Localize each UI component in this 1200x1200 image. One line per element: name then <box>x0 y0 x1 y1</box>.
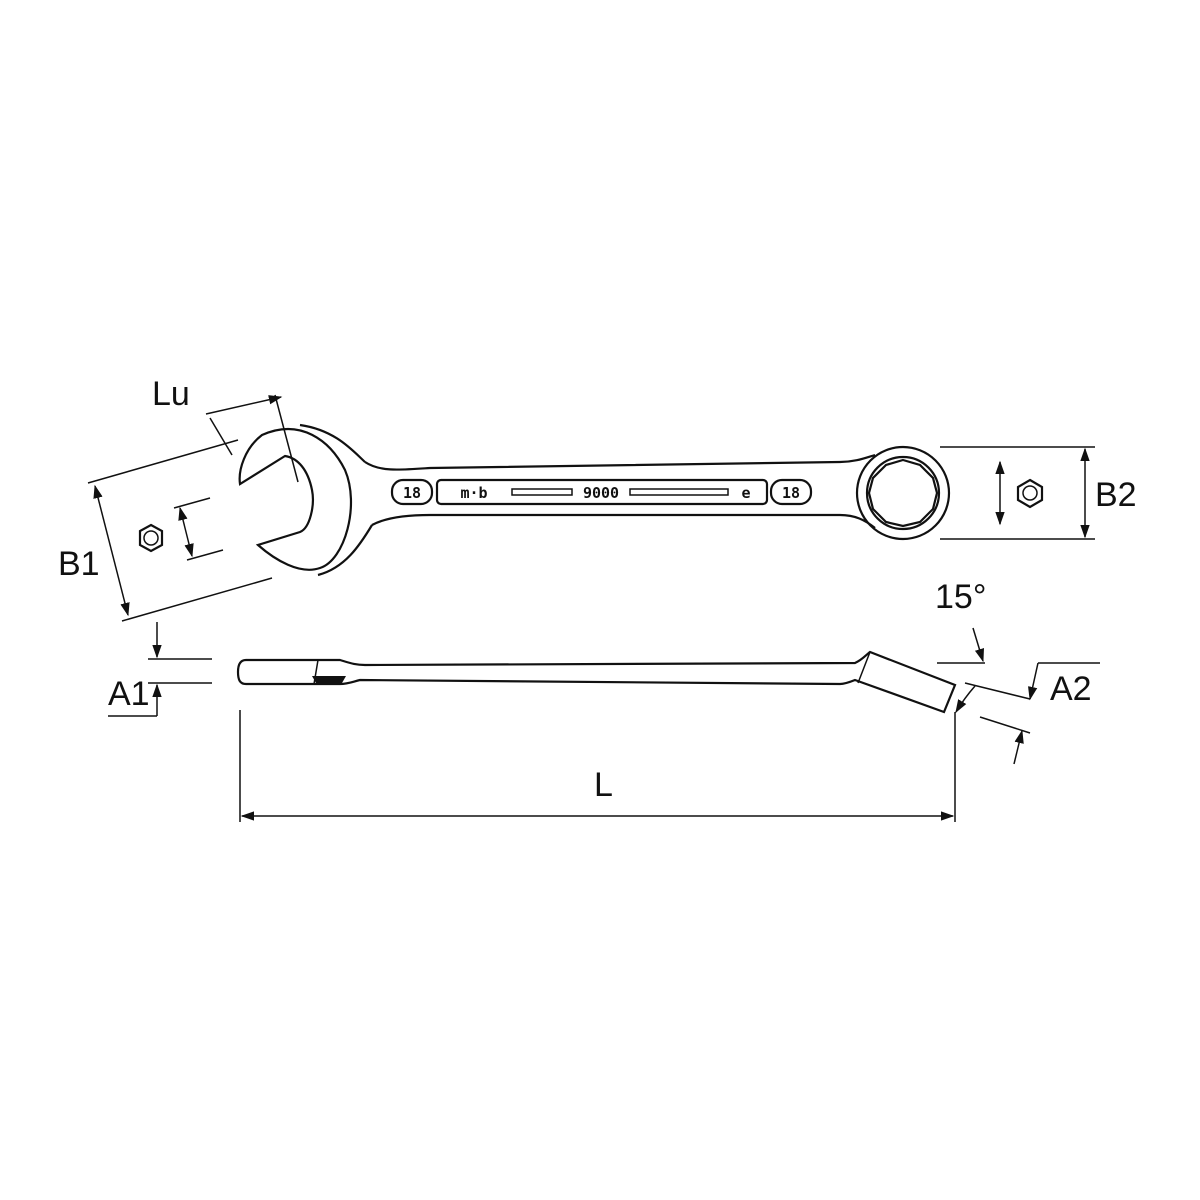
angle-label: 15° <box>935 578 986 616</box>
mark-stamp: e <box>741 484 750 502</box>
size-stamp-right-frame <box>769 478 813 506</box>
brand-stamp: m·b <box>460 484 487 502</box>
wrench-side-view <box>236 650 957 714</box>
size-stamp-right: 18 <box>782 484 800 502</box>
stamp-bar-right <box>629 488 729 496</box>
hex-nut-right-icon <box>1016 478 1044 509</box>
a2-dimension <box>964 662 1100 765</box>
b1-label: B1 <box>58 545 100 583</box>
b2-label: B2 <box>1095 476 1137 514</box>
size-stamp-left-frame <box>390 478 434 506</box>
wrench-shank: 18 m·b 9000 e 18 <box>364 453 876 529</box>
a1-label: A1 <box>108 675 150 713</box>
size-stamp-left: 18 <box>403 484 421 502</box>
a2-label: A2 <box>1050 670 1092 708</box>
b1-dimension <box>87 439 273 622</box>
lu-dimension <box>205 394 299 483</box>
length-dimension <box>239 710 956 822</box>
code-stamp: 9000 <box>583 484 619 502</box>
ring-end-head <box>855 445 951 541</box>
hex-nut-left-icon <box>138 523 164 553</box>
b2-dimension <box>940 446 1095 540</box>
a1-dimension <box>108 622 212 717</box>
length-label: L <box>594 766 613 804</box>
side-view-shading <box>312 676 346 683</box>
lu-label: Lu <box>152 375 190 413</box>
brand-stamp-frame <box>435 478 769 506</box>
open-end-head <box>238 423 373 577</box>
jaw-opening-dimension <box>173 497 224 561</box>
stamp-bar-left <box>511 488 573 496</box>
angle-dimension <box>937 627 985 714</box>
